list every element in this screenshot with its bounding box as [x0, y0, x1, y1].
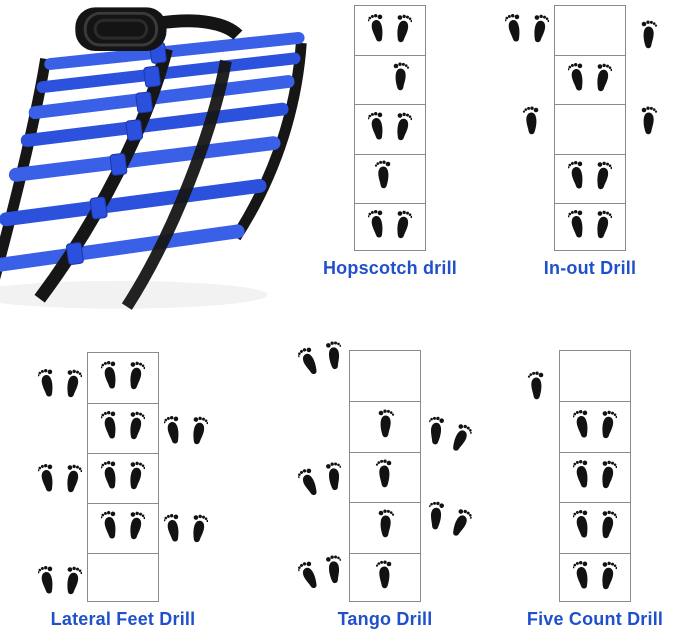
drill-label: Five Count Drill — [526, 609, 664, 629]
agility-ladder-photo — [0, 0, 332, 315]
footprints-pair — [37, 462, 83, 498]
ladder-rungs — [0, 31, 305, 272]
footprint-single — [375, 408, 395, 444]
footprint-single — [638, 105, 658, 141]
footprints-pair — [367, 12, 413, 48]
ladder-cell — [350, 552, 420, 603]
drill-label: In-out Drill — [543, 258, 637, 278]
drill-diagram-tango: Tango Drill — [280, 341, 490, 630]
drill-grid-area — [8, 352, 238, 602]
footprint-single — [527, 370, 547, 406]
footprints-pair — [163, 414, 209, 450]
ladder-cell — [555, 153, 625, 203]
ladder-cell — [350, 451, 420, 502]
footprint-single — [375, 559, 395, 595]
drill-diagram-hopscotch: Hopscotch drill — [300, 5, 480, 279]
footprints-pair — [422, 498, 474, 544]
footprints-pair — [572, 458, 618, 494]
footprints-pair — [37, 564, 83, 600]
footprint-single — [390, 61, 410, 97]
drill-diagram-in-out: In-out Drill — [504, 5, 670, 279]
ladder-cell — [560, 502, 630, 552]
ladder-cell — [350, 351, 420, 401]
drill-label: Hopscotch drill — [322, 258, 457, 278]
ladder-cell — [88, 403, 158, 453]
footprints-pair — [100, 359, 146, 395]
footprint-single — [375, 458, 395, 494]
footprints-pair — [567, 61, 613, 97]
ladder-cell — [350, 502, 420, 552]
footprint-single — [638, 19, 658, 55]
drill-label: Tango Drill — [337, 609, 433, 629]
footprints-pair — [504, 12, 550, 48]
drill-grid-area — [280, 341, 490, 602]
ladder-cell — [560, 451, 630, 502]
drill-grid-area — [300, 5, 480, 251]
footprint-single — [375, 508, 395, 544]
ladder-cell — [555, 55, 625, 104]
footprints-pair — [567, 208, 613, 244]
footprints-pair — [296, 337, 348, 383]
footprints-pair — [367, 208, 413, 244]
footprints-pair — [422, 413, 474, 459]
footprint-single — [374, 159, 394, 195]
ladder-cell — [355, 202, 425, 252]
ladder-cell — [355, 153, 425, 203]
footprints-pair — [296, 458, 348, 504]
footprints-pair — [100, 409, 146, 445]
footprints-pair — [572, 559, 618, 595]
drill-diagram-five-count: Five Count Drill — [505, 350, 679, 630]
footprints-pair — [572, 508, 618, 544]
footprints-pair — [572, 408, 618, 444]
drill-grid-area — [505, 350, 679, 602]
ladder-grid — [559, 350, 631, 602]
ladder-cell — [560, 401, 630, 451]
ladder-cell — [555, 202, 625, 252]
footprints-pair — [567, 159, 613, 195]
drill-label: Lateral Feet Drill — [50, 609, 196, 629]
ladder-grid — [554, 5, 626, 251]
ladder-cell — [355, 55, 425, 104]
rolled-strap-coil — [75, 7, 243, 51]
drill-grid-area — [504, 5, 670, 251]
ladder-grid — [354, 5, 426, 251]
ladder-grid — [87, 352, 159, 602]
ladder-cell — [555, 104, 625, 153]
footprints-pair — [163, 512, 209, 548]
footprints-pair — [296, 551, 348, 597]
ladder-cell — [555, 6, 625, 55]
ladder-grid — [349, 350, 421, 602]
drill-diagram-lateral-feet: Lateral Feet Drill — [8, 352, 238, 630]
ladder-cell — [88, 453, 158, 503]
footprints-pair — [100, 459, 146, 495]
ladder-cell — [560, 552, 630, 603]
footprints-pair — [367, 110, 413, 146]
agility-ladder-illustration — [0, 7, 307, 310]
ladder-cell — [560, 351, 630, 401]
ladder-cell — [350, 401, 420, 451]
footprints-pair — [100, 509, 146, 545]
ladder-cell — [355, 104, 425, 153]
ladder-cell — [88, 553, 158, 603]
footprints-pair — [37, 367, 83, 403]
footprint-single — [522, 105, 542, 141]
ladder-cell — [88, 503, 158, 553]
